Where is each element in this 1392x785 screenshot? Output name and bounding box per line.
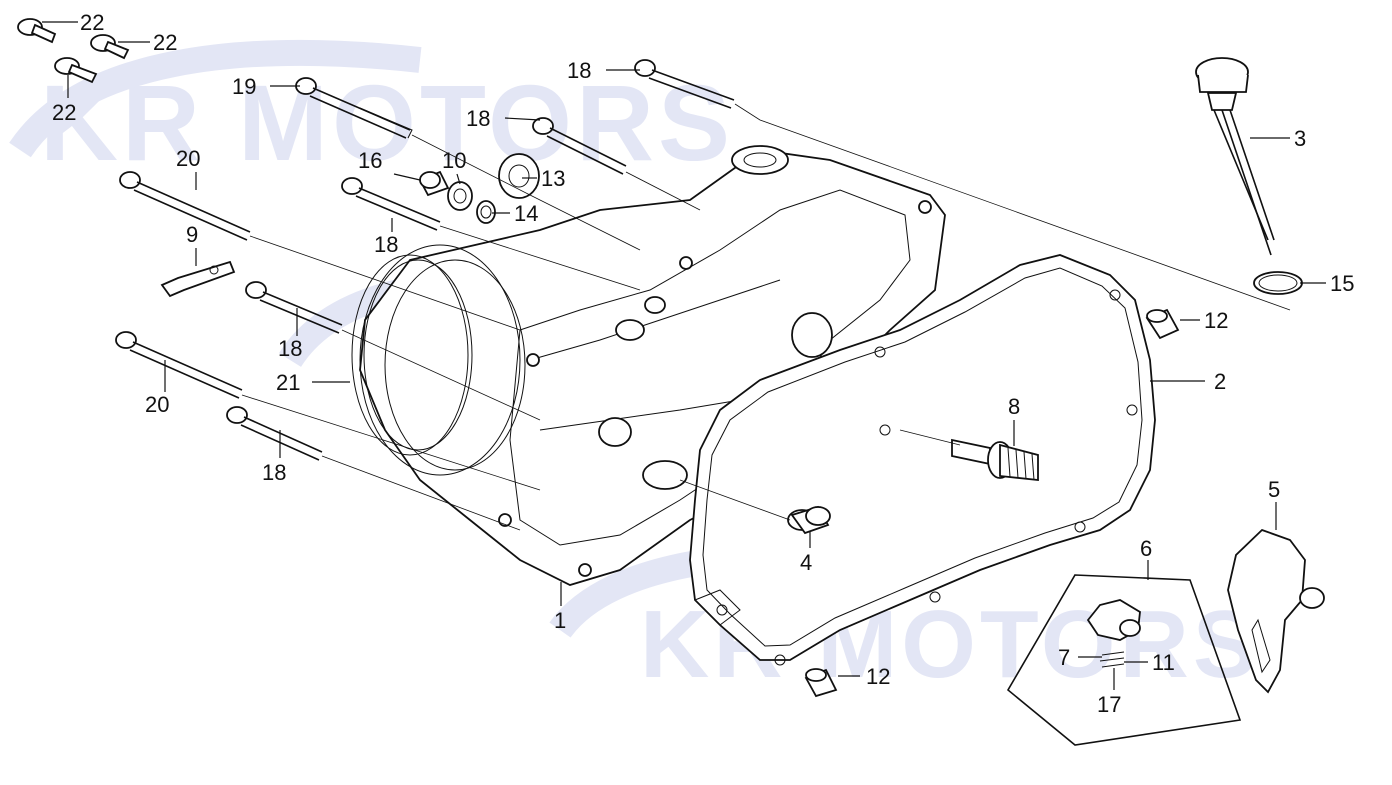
bolt-22b [90, 34, 130, 60]
adjust-shaft [951, 438, 1039, 481]
callout-22-c: 22 [52, 100, 76, 125]
callout-5: 5 [1268, 477, 1280, 502]
callout-4: 4 [800, 550, 812, 575]
callout-16: 16 [358, 148, 382, 173]
cover-gasket [351, 254, 473, 456]
dowel-pin-upper [1145, 308, 1180, 340]
bolt-18-low [245, 281, 343, 334]
callout-14: 14 [514, 201, 538, 226]
bolt-18-mid [532, 117, 627, 175]
bolt-20-top [119, 171, 251, 241]
callout-1: 1 [554, 608, 566, 633]
callout-20-b: 20 [145, 392, 169, 417]
callout-18-e: 18 [262, 460, 286, 485]
bolt-20-low [115, 331, 243, 399]
bushing [787, 505, 831, 535]
callout-6: 6 [1140, 536, 1152, 561]
callout-17: 17 [1097, 692, 1121, 717]
callout-18-c: 18 [374, 232, 398, 257]
circlip-14 [476, 200, 496, 224]
alignment-lines [241, 103, 1291, 531]
callout-12-b: 12 [866, 664, 890, 689]
bolt-18-top [634, 59, 735, 109]
callout-22-a: 22 [80, 10, 104, 35]
bolt-19 [295, 77, 413, 139]
bolt-18-bottom [226, 406, 323, 461]
oil-dipstick [1195, 57, 1275, 256]
seal-10 [447, 181, 473, 211]
leader-lines [42, 21, 1326, 690]
gasket [689, 254, 1156, 666]
bearing-13 [498, 153, 540, 199]
cable-clip [160, 260, 236, 298]
callout-20-a: 20 [176, 146, 200, 171]
callout-18-b: 18 [466, 106, 490, 131]
callout-13: 13 [541, 166, 565, 191]
callout-7: 7 [1058, 645, 1070, 670]
callout-18-a: 18 [567, 58, 591, 83]
bolt-18-left [341, 177, 441, 231]
callout-15: 15 [1330, 271, 1354, 296]
callout-12-a: 12 [1204, 308, 1228, 333]
o-ring [1253, 271, 1303, 295]
callout-18-d: 18 [278, 336, 302, 361]
callout-10: 10 [442, 148, 466, 173]
callout-8: 8 [1008, 394, 1020, 419]
callout-11: 11 [1152, 650, 1175, 675]
lifter-assembly [1006, 574, 1242, 746]
callout-21: 21 [276, 370, 300, 395]
callout-3: 3 [1294, 126, 1306, 151]
callout-9: 9 [186, 222, 198, 247]
callout-labels: 22 22 22 19 18 18 20 16 10 13 14 9 18 18… [52, 10, 1354, 717]
dowel-pin-lower [804, 668, 838, 698]
bolt-22a [17, 18, 57, 44]
watermark-1: KR MOTORS [40, 62, 735, 183]
callout-19: 19 [232, 74, 256, 99]
callout-22-b: 22 [153, 30, 177, 55]
seal-16 [418, 170, 450, 197]
cam-plate [1227, 528, 1325, 694]
callout-2: 2 [1214, 369, 1226, 394]
bolt-22c [54, 57, 98, 84]
